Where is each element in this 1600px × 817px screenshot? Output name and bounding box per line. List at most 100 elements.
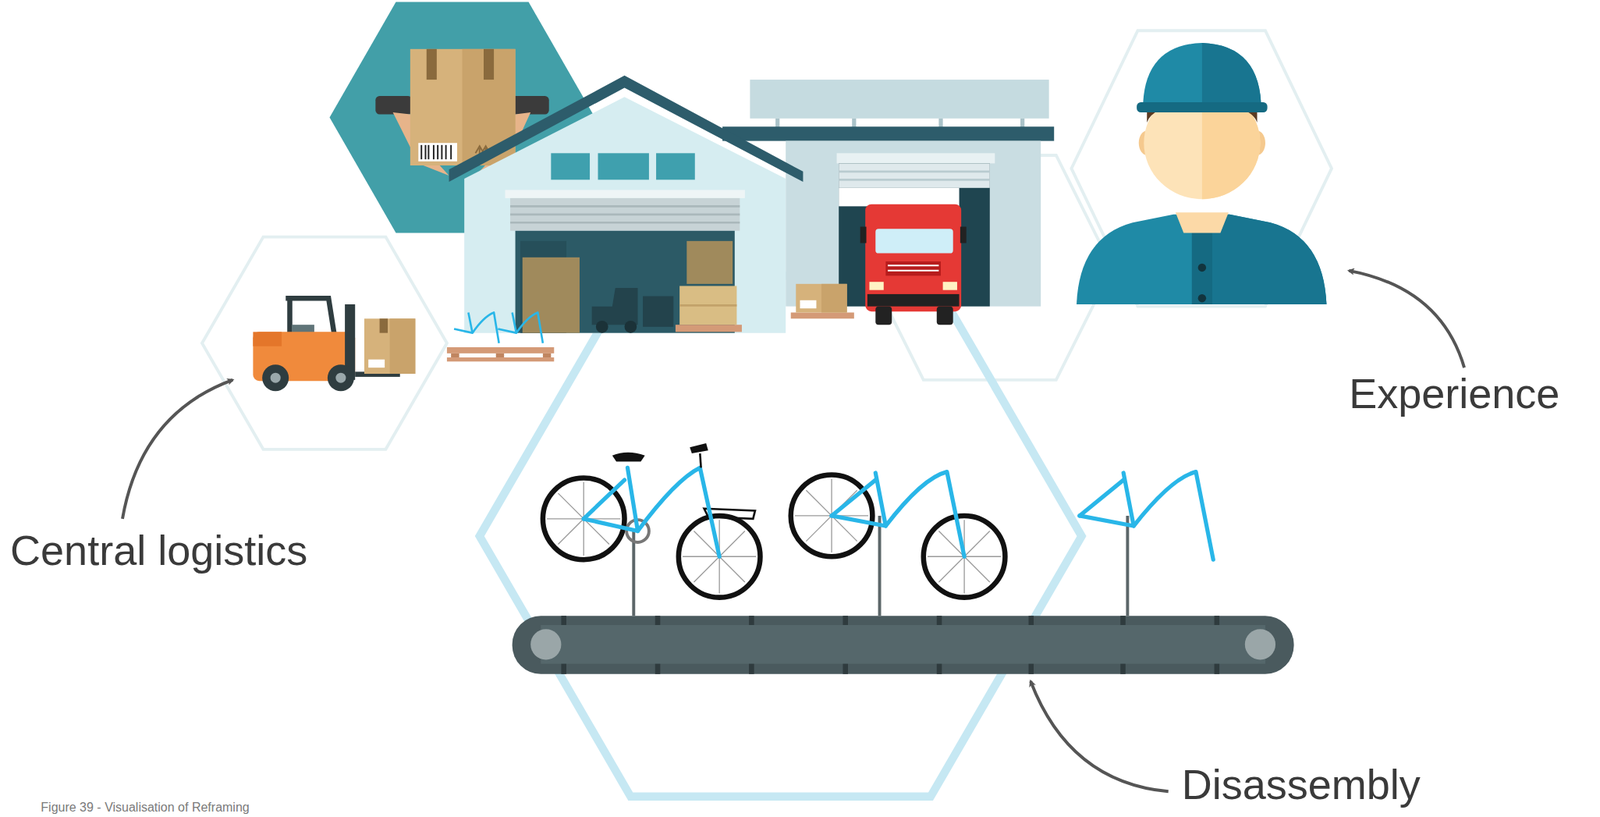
handling-hexagon-part-part xyxy=(432,145,435,160)
callout-label: Disassembly xyxy=(1181,761,1421,808)
warehouse-building-part-part xyxy=(510,221,740,224)
delivery-truck-part xyxy=(887,264,939,267)
bicycle-part xyxy=(546,482,756,594)
forklift-part xyxy=(327,364,355,391)
delivery-truck-part xyxy=(867,294,960,307)
bicycle-part xyxy=(794,478,1001,594)
worker-figure-part xyxy=(1198,263,1207,272)
warehouse-building-part xyxy=(656,152,696,180)
conveyor-belt-part-part xyxy=(748,615,755,625)
worker-figure-part xyxy=(1136,102,1267,113)
delivery-truck xyxy=(860,204,967,325)
worker-figure-part xyxy=(1142,42,1262,110)
forklift-part xyxy=(368,359,385,368)
worker-figure-part xyxy=(1202,42,1262,110)
delivery-truck-part xyxy=(936,306,954,326)
conveyor-belt-part xyxy=(540,624,1266,664)
forklift-part xyxy=(364,318,416,374)
conveyor-belt-part-part xyxy=(1125,515,1129,616)
conveyor-belt-part-part xyxy=(560,663,567,675)
bicycle-part xyxy=(542,477,761,597)
warehouse-building-part xyxy=(624,320,638,334)
warehouse-building-part xyxy=(686,241,733,284)
forklift xyxy=(252,298,416,391)
bicycle-frame xyxy=(1079,471,1214,561)
warehouse-building xyxy=(449,75,804,334)
warehouse-building-part xyxy=(592,287,639,325)
small-box-pallet-part xyxy=(821,283,848,313)
callout-label: Experience xyxy=(1348,370,1560,417)
handling-hexagon-part xyxy=(418,142,458,162)
handling-hexagon-part-part xyxy=(427,145,430,160)
warehouse-building-part xyxy=(722,126,1054,141)
conveyor-belt-part xyxy=(633,515,1128,616)
worker-figure-part xyxy=(1175,212,1229,233)
bicycle-part-part xyxy=(583,467,638,531)
warehouse-building-part xyxy=(510,198,740,231)
warehouse-building-part xyxy=(679,285,737,325)
conveyor-belt-part-part xyxy=(655,615,661,625)
delivery-truck-part xyxy=(865,204,962,312)
warehouse-building-part xyxy=(550,152,590,180)
bicycle-frame-part xyxy=(1079,471,1214,561)
small-box-pallet xyxy=(791,283,855,319)
small-box-pallet-part xyxy=(800,300,817,309)
handling-hexagon-part-part xyxy=(420,145,423,160)
disassembly-hexagon xyxy=(479,275,1083,796)
conveyor-belt-part xyxy=(1245,628,1276,660)
background-hexagon-part xyxy=(202,237,448,450)
warehouse-building-part xyxy=(838,170,990,174)
conveyor-belt-part xyxy=(512,615,1295,675)
warehouse-building-part xyxy=(464,96,786,333)
bicycle-part xyxy=(699,453,701,468)
handling-hexagon-part-part xyxy=(450,145,452,160)
bicycle-part xyxy=(689,443,709,454)
warehouse-building-part xyxy=(598,152,650,180)
conveyor-belt-part-part xyxy=(936,615,943,625)
pallet-with-frames-part xyxy=(450,353,459,358)
conveyor-belt-part-part xyxy=(1120,663,1126,675)
pallet-with-frames-part xyxy=(542,353,551,358)
warehouse-building-part-part xyxy=(510,205,740,208)
forklift-part xyxy=(262,364,289,391)
forklift-part xyxy=(379,318,388,333)
conveyor-belt-part-part xyxy=(842,663,848,675)
conveyor-belt-part-part xyxy=(748,663,755,675)
handling-hexagon-part-part xyxy=(440,145,443,160)
bicycle-part-part xyxy=(583,479,625,519)
conveyor-belt-part xyxy=(530,628,561,660)
conveyor-belt-part-part xyxy=(1214,663,1221,675)
bicycle-part xyxy=(791,475,1006,598)
leader-arrow-part xyxy=(1030,681,1169,792)
warehouse-building-part xyxy=(504,189,745,198)
bicycle-part xyxy=(583,467,720,557)
handling-hexagon-part-part xyxy=(445,145,448,160)
handling-hexagon-part xyxy=(421,145,451,160)
forklift-part xyxy=(335,372,346,384)
forklift-part xyxy=(287,298,293,338)
warehouse-building-part xyxy=(449,75,804,182)
bicycle-part-part xyxy=(831,472,886,526)
conveyor-belt-part xyxy=(560,615,1220,675)
conveyor-belt-part-part xyxy=(560,615,567,625)
conveyor-belt-part-part xyxy=(655,663,661,675)
leader-arrow xyxy=(122,270,1465,792)
warehouse-building-part xyxy=(837,152,996,164)
conveyor-belt-part-part xyxy=(631,531,636,617)
pallet-with-frames xyxy=(447,312,554,362)
warehouse-building-part xyxy=(522,257,580,334)
bicycle-part-part xyxy=(885,471,965,557)
delivery-truck-part xyxy=(869,281,884,290)
handling-hexagon-part xyxy=(375,95,412,115)
figure-caption: Figure 39 - Visualisation of Reframing xyxy=(40,800,249,815)
pallet-with-frames-part xyxy=(447,357,554,362)
bicycle-part-part xyxy=(638,467,721,557)
warehouse-building-part xyxy=(675,324,742,332)
handling-hexagon-part-part xyxy=(436,145,439,160)
delivery-truck-part xyxy=(875,228,953,253)
warehouse-building-part xyxy=(838,178,990,181)
pallet-with-frames-part xyxy=(496,353,504,358)
bicycle-frame-part-part xyxy=(1079,472,1134,526)
